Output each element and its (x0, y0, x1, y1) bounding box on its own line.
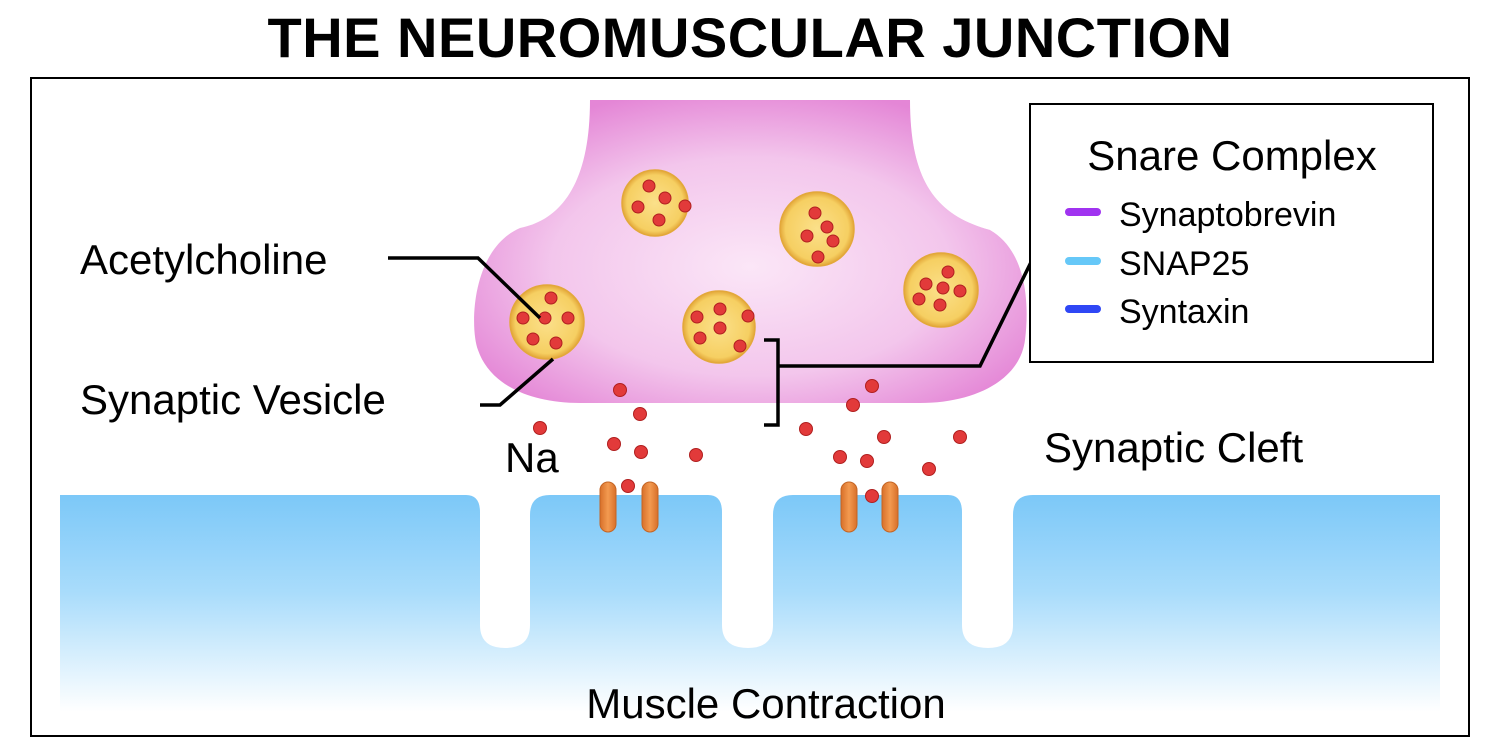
synaptic-cleft-label: Synaptic Cleft (1044, 424, 1303, 471)
vesicle (903, 252, 979, 328)
vesicle (509, 284, 585, 360)
legend-item-snap25: SNAP25 (1119, 245, 1249, 283)
receptor (840, 481, 858, 533)
vesicle-leader-line (480, 357, 555, 407)
snare-complex-legend: Snare Complex Synaptobrevin SNAP25 Synta… (1029, 103, 1434, 363)
synaptic-vesicles (509, 169, 979, 364)
muscle-contraction-label: Muscle Contraction (586, 680, 945, 727)
legend-title: Snare Complex (1087, 132, 1376, 179)
snare-bracket (764, 338, 780, 427)
synaptic-vesicle-label: Synaptic Vesicle (80, 376, 386, 423)
receptor (599, 481, 617, 533)
legend-item-synaptobrevin: Synaptobrevin (1119, 196, 1336, 234)
receptor (641, 481, 659, 533)
axon-terminal (474, 100, 1027, 403)
acetylcholine-leader-line (388, 256, 542, 320)
acetylcholine-label: Acetylcholine (80, 236, 327, 283)
muscle-fiber (60, 495, 1440, 712)
acetylcholine-receptors (599, 481, 899, 533)
snap25-swatch (1065, 257, 1101, 265)
diagram-title: THE NEUROMUSCULAR JUNCTION (267, 6, 1233, 69)
receptor (881, 481, 899, 533)
legend-item-syntaxin: Syntaxin (1119, 293, 1249, 331)
na-label: Na (505, 434, 559, 481)
diagram-frame (30, 77, 1470, 737)
vesicle (779, 191, 855, 267)
vesicle (682, 290, 756, 364)
synaptobrevin-swatch (1065, 208, 1101, 216)
vesicle (621, 169, 692, 237)
snare-leader-line (778, 247, 1040, 368)
released-acetylcholine (533, 379, 967, 503)
syntaxin-swatch (1065, 305, 1101, 313)
